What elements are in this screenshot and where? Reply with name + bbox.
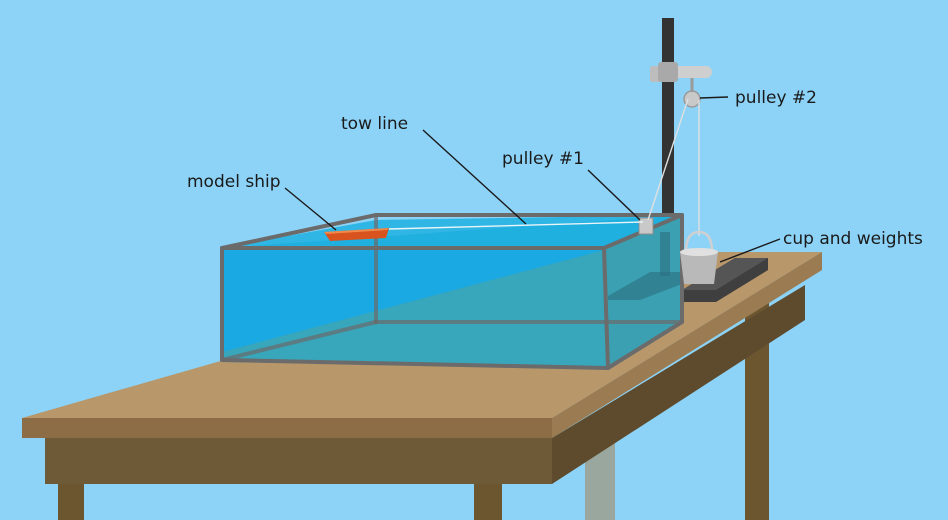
label-pulley-1: pulley #1 [502,149,584,169]
leader-pulley-2 [699,96,729,99]
table-leg-front-left [58,484,84,520]
cup-handle [684,230,714,253]
leader-model-ship [284,187,337,231]
table-apron [45,438,552,484]
label-model-ship: model ship [187,172,280,192]
leader-cup-weights [719,238,781,263]
leader-pulley-1 [587,169,641,221]
stand-clamp-block [658,62,678,82]
cup-body [680,252,718,284]
table-side-apron [552,285,805,484]
leader-tow-line [422,129,527,225]
label-pulley-2: pulley #2 [735,88,817,108]
model-ship-deck [324,228,389,234]
tank-water-shade [222,250,608,368]
tank-reflection-base [608,272,682,300]
tow-line-rise [647,98,689,221]
table-side-edge [552,252,822,438]
tank-reflection-pole [660,232,670,276]
tank-frame [220,213,684,370]
table-leg-front-right [474,484,502,520]
cup-rim [680,248,718,256]
label-tow-line: tow line [341,114,408,134]
tow-line [388,221,644,230]
pulley-1-bracket [638,217,654,235]
table-front-edge [22,418,552,438]
label-cup-weights: cup and weights [783,229,923,249]
